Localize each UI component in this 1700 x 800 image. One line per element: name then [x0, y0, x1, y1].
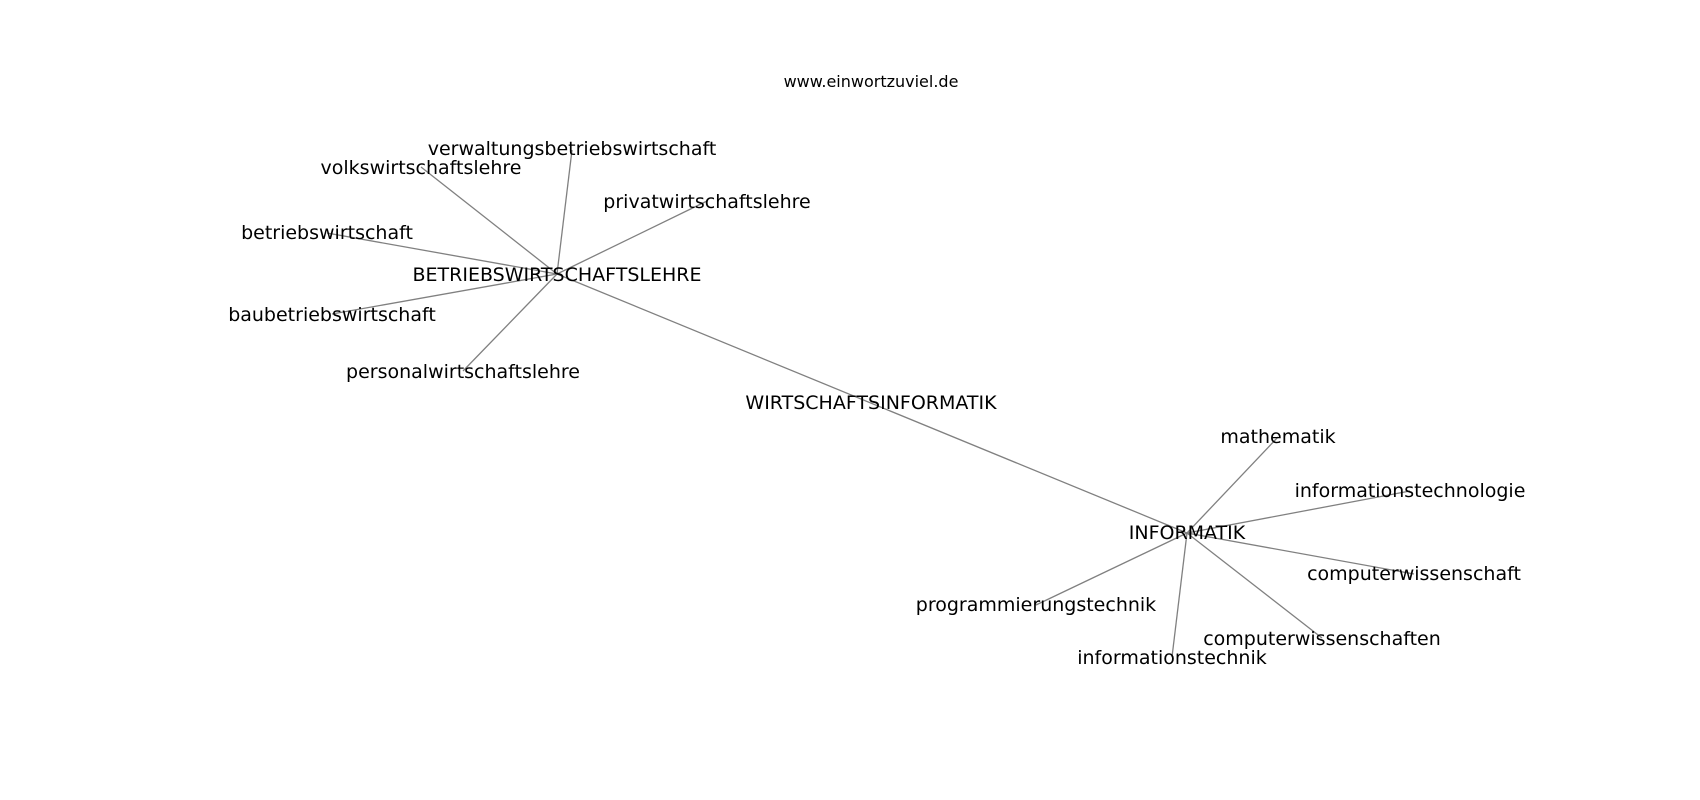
leaf-node-label: mathematik — [1220, 426, 1335, 448]
edge-inf-programmierungstechnik — [1035, 532, 1188, 606]
edge-bwl-personalwirtschaftslehre — [462, 273, 558, 372]
edge-inf-mathematik — [1186, 436, 1279, 534]
leaf-node-label: informationstechnologie — [1295, 480, 1526, 502]
edges — [326, 149, 1415, 658]
labels: www.einwortzuviel.de WIRTSCHAFTSINFORMAT… — [228, 72, 1525, 669]
leaf-node-label: programmierungstechnik — [916, 594, 1156, 616]
leaf-node-label: baubetriebswirtschaft — [228, 304, 436, 326]
leaf-node-label: betriebswirtschaft — [241, 222, 413, 244]
edge-bwl-volkswirtschaftslehre — [420, 166, 558, 275]
hub-node-label: INFORMATIK — [1129, 522, 1246, 544]
leaf-node-label: privatwirtschaftslehre — [603, 191, 810, 213]
edge-inf-informationstechnologie — [1186, 490, 1411, 534]
edge-inf-computerwissenschaften — [1186, 532, 1323, 639]
edge-hub-to-hub — [556, 273, 1188, 534]
leaf-node-label: volkswirtschaftslehre — [321, 157, 522, 179]
site-title: www.einwortzuviel.de — [784, 72, 959, 91]
leaf-node-label: informationstechnik — [1077, 647, 1267, 669]
center-node-label: WIRTSCHAFTSINFORMATIK — [745, 392, 997, 414]
edge-bwl-verwaltungsbetriebswirtschaft — [556, 149, 573, 275]
edge-bwl-betriebswirtschaft — [326, 232, 558, 275]
edge-bwl-privatwirtschaftslehre — [556, 200, 708, 275]
edge-inf-informationstechnik — [1171, 532, 1188, 658]
edge-inf-computerwissenschaft — [1186, 532, 1415, 575]
leaf-node-label: verwaltungsbetriebswirtschaft — [428, 138, 717, 160]
edge-bwl-baubetriebswirtschaft — [331, 273, 558, 315]
hub-node-label: BETRIEBSWIRTSCHAFTSLEHRE — [413, 264, 702, 286]
leaf-node-label: personalwirtschaftslehre — [346, 361, 580, 383]
leaf-node-label: computerwissenschaften — [1203, 628, 1441, 650]
leaf-node-label: computerwissenschaft — [1307, 563, 1521, 585]
